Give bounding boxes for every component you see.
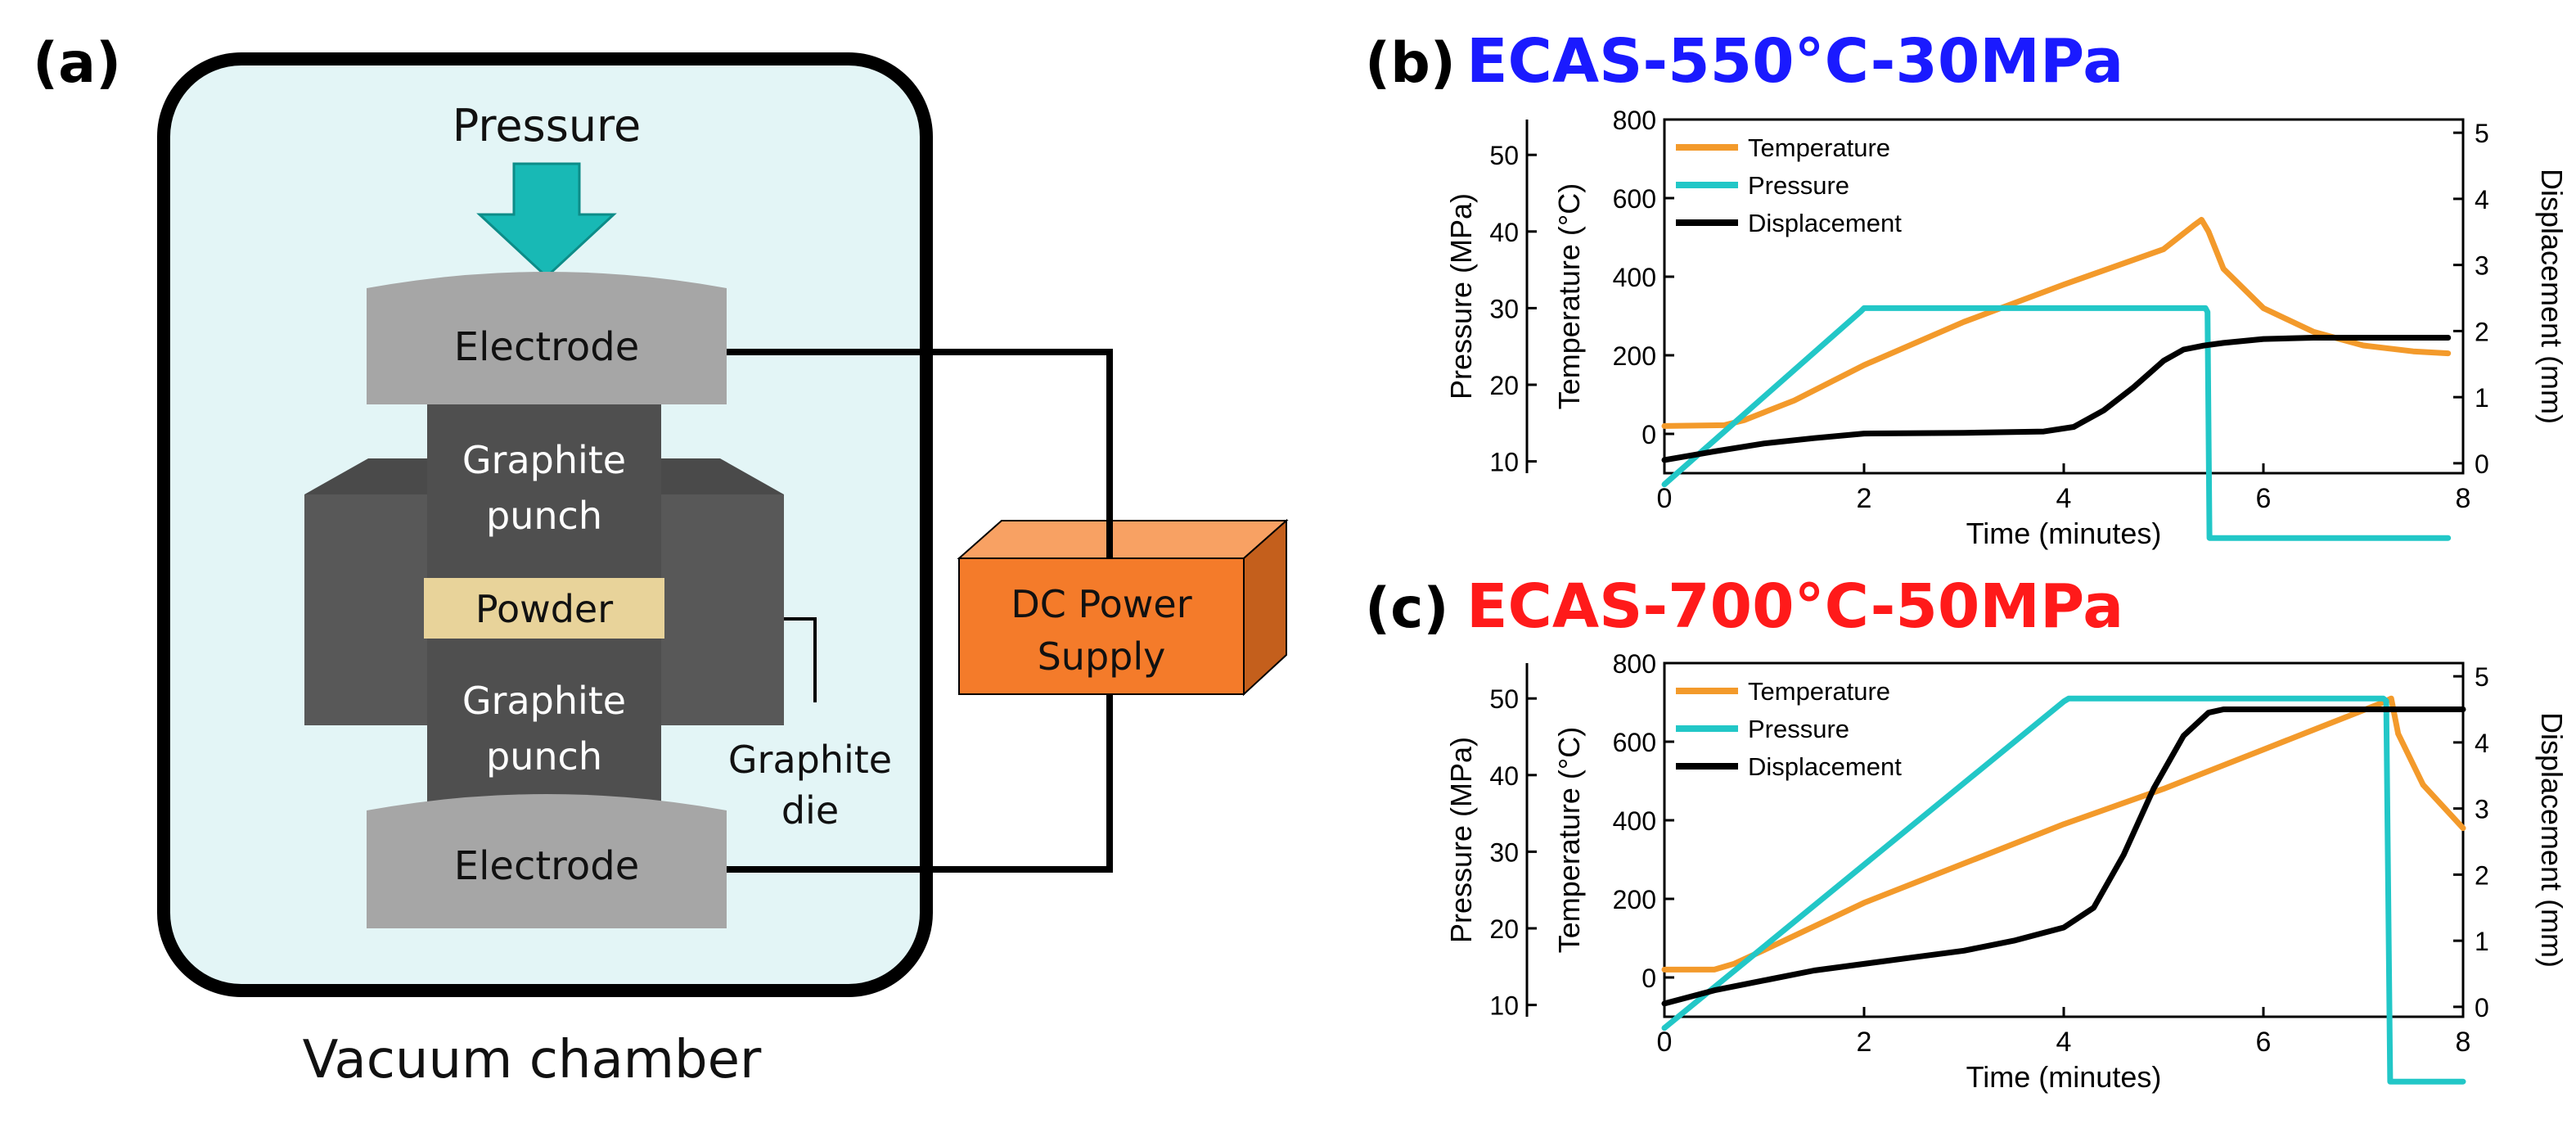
pressure-tick-label: 10 (1489, 991, 1519, 1021)
legend-label-pressure: Pressure (1748, 171, 1849, 200)
temperature-tick-label: 800 (1613, 649, 1656, 679)
temperature-tick-label: 0 (1642, 964, 1656, 993)
powder-layer (424, 578, 664, 639)
x-tick-label: 2 (1857, 483, 1872, 514)
graphite-die-front-left (304, 494, 427, 725)
electrode-bottom (367, 794, 727, 928)
temperature-tick-label: 600 (1613, 184, 1656, 214)
displacement-tick-label: 0 (2475, 993, 2489, 1022)
displacement-tick-label: 3 (2475, 251, 2489, 281)
temperature-tick-label: 0 (1642, 420, 1656, 449)
temperature-axis-label: Temperature (°C) (1552, 183, 1586, 409)
pressure-tick-label: 30 (1489, 837, 1519, 867)
pressure-arrow-icon (476, 162, 617, 279)
series-line-pressure (1661, 305, 2452, 541)
displacement-axis-label: Displacement (mm) (2535, 169, 2569, 424)
punch-bottom-label-1: Graphite (462, 679, 626, 723)
graphite-punch-top (427, 404, 661, 578)
power-supply-label-1: DC Power (1011, 582, 1191, 626)
x-tick-label: 8 (2456, 483, 2471, 514)
displacement-tick-label: 0 (2475, 449, 2489, 479)
legend-label-pressure: Pressure (1748, 715, 1849, 743)
panel-a-label: (a) (33, 31, 121, 96)
wire-bottom (727, 694, 1113, 873)
x-tick-label: 4 (2056, 483, 2072, 514)
punch-top-label-1: Graphite (462, 438, 626, 482)
temperature-axis-label: Temperature (°C) (1552, 727, 1586, 953)
die-callout-line (784, 617, 817, 702)
temperature-tick-label: 400 (1613, 806, 1656, 836)
pressure-tick-label: 40 (1489, 761, 1519, 791)
displacement-tick-label: 1 (2475, 927, 2489, 956)
displacement-tick-label: 4 (2475, 729, 2489, 758)
displacement-tick-label: 3 (2475, 795, 2489, 824)
power-supply-front (958, 557, 1245, 695)
temperature-tick-label: 400 (1613, 263, 1656, 292)
displacement-tick-label: 4 (2475, 185, 2489, 214)
displacement-tick-label: 5 (2475, 662, 2489, 692)
x-tick-label: 6 (2256, 483, 2272, 514)
power-supply-label-2: Supply (1038, 634, 1166, 679)
graphite-die-front-right (661, 494, 784, 725)
x-tick-label: 4 (2056, 1027, 2072, 1058)
chart-b-panel-label: (b) (1365, 31, 1456, 96)
powder-label: Powder (475, 587, 613, 631)
displacement-tick-label: 1 (2475, 383, 2489, 413)
legend-label-temperature: Temperature (1748, 677, 1890, 706)
displacement-tick-label: 2 (2475, 317, 2489, 346)
series-line-temperature (1661, 216, 2452, 429)
legend-label-temperature: Temperature (1748, 133, 1890, 162)
electrode-top (367, 272, 727, 404)
punch-top-label-2: punch (486, 494, 602, 538)
legend-label-displacement: Displacement (1748, 752, 1902, 781)
pressure-tick-label: 20 (1489, 371, 1519, 400)
pressure-axis-label: Pressure (MPa) (1444, 737, 1478, 943)
chart-c-panel-label: (c) (1365, 576, 1448, 641)
x-tick-label: 8 (2456, 1027, 2471, 1058)
temperature-tick-label: 200 (1613, 885, 1656, 914)
x-tick-label: 0 (1657, 1027, 1673, 1058)
pressure-axis-label: Pressure (MPa) (1444, 193, 1478, 399)
chart-c-title: ECAS-700°C-50MPa (1466, 571, 2123, 642)
temperature-tick-label: 800 (1613, 106, 1656, 135)
die-label-2: die (781, 788, 839, 833)
pressure-tick-label: 10 (1489, 448, 1519, 477)
displacement-axis-label: Displacement (mm) (2535, 712, 2569, 968)
legend-label-displacement: Displacement (1748, 209, 1902, 237)
graphite-punch-bottom (427, 639, 661, 810)
vacuum-chamber-label: Vacuum chamber (303, 1030, 762, 1090)
series-line-pressure (1661, 695, 2466, 1085)
punch-bottom-label-2: punch (486, 734, 602, 779)
displacement-tick-label: 2 (2475, 860, 2489, 890)
temperature-tick-label: 600 (1613, 728, 1656, 757)
x-tick-label: 0 (1657, 483, 1673, 514)
pressure-label: Pressure (453, 100, 642, 151)
pressure-tick-label: 40 (1489, 218, 1519, 247)
x-tick-label: 2 (1857, 1027, 1872, 1058)
pressure-tick-label: 30 (1489, 294, 1519, 323)
displacement-tick-label: 5 (2475, 119, 2489, 148)
panel-a: (a) Pressure Electrode Graphite punch Po… (33, 31, 1289, 1090)
electrode-bottom-label: Electrode (454, 843, 639, 889)
x-axis-label: Time (minutes) (1966, 1060, 2162, 1094)
pressure-tick-label: 50 (1489, 684, 1519, 714)
die-label-1: Graphite (728, 738, 892, 782)
pressure-tick-label: 20 (1489, 914, 1519, 944)
series-line-displacement (1661, 335, 2452, 463)
x-tick-label: 6 (2256, 1027, 2272, 1058)
electrode-top-label: Electrode (454, 324, 639, 370)
series-line-displacement (1661, 706, 2466, 1007)
chart-b-title: ECAS-550°C-30MPa (1466, 26, 2123, 97)
x-axis-label: Time (minutes) (1966, 517, 2162, 550)
power-supply-top (957, 520, 1289, 559)
wire-top (727, 349, 1113, 558)
temperature-tick-label: 200 (1613, 341, 1656, 371)
pressure-tick-label: 50 (1489, 141, 1519, 170)
